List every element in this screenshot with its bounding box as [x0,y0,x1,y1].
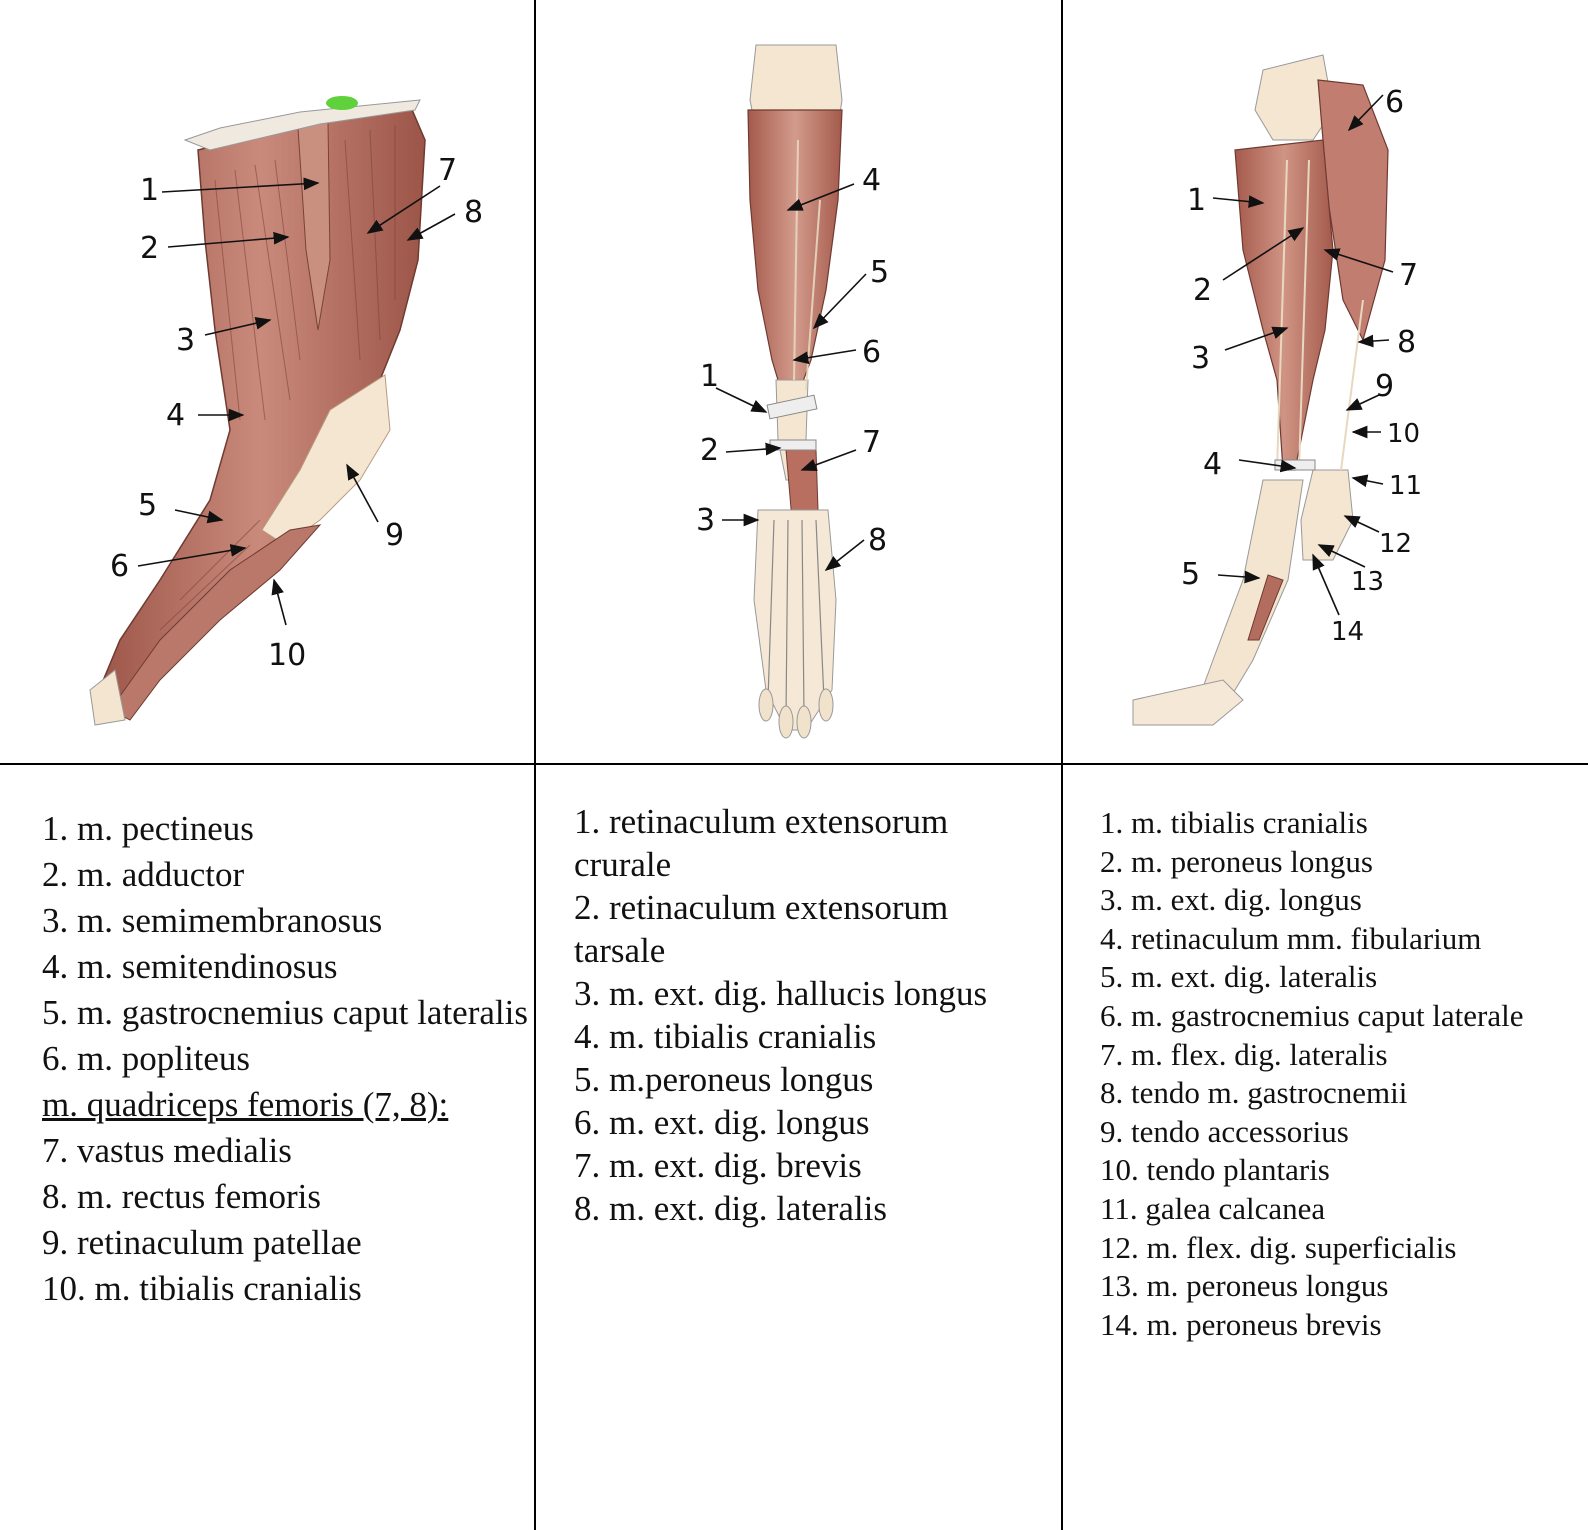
callout-7: 7 [438,153,457,188]
callout-13: 13 [1351,567,1384,597]
legend-item: 9. retinaculum patellae [42,1223,362,1262]
callout-6: 6 [1385,85,1404,120]
crus-cranial-illustration: 1 2 3 4 5 6 7 8 [696,44,889,739]
thigh-illustration: 1 2 3 4 5 6 7 8 9 10 [89,96,483,726]
callout-9: 9 [1375,369,1394,404]
callout-1: 1 [140,173,159,208]
callout-7: 7 [862,425,881,460]
callout-2: 2 [140,231,159,266]
legend-item: 4. m. semitendinosus [42,947,338,986]
legend-item: 8. m. ext. dig. lateralis [574,1189,887,1228]
callout-5: 5 [138,488,157,523]
retinaculum-patellae-shape [261,374,391,546]
legend-item: 3. m. ext. dig. hallucis longus [574,974,988,1013]
legend-item: 1. m. tibialis cranialis [1100,805,1368,840]
crus-lateral-panel: 1 2 3 4 5 6 7 8 9 10 11 12 13 14 [1063,0,1588,762]
legend-item: 4. retinaculum mm. fibularium [1100,920,1482,956]
callout-4: 4 [166,398,185,433]
callout-10: 10 [1387,419,1420,449]
bone-knee [1254,54,1334,141]
legend-item: 7. m. ext. dig. brevis [574,1146,862,1185]
legend-item: 9. tendo accessorius [1100,1113,1349,1149]
legend-item: 8. tendo m. gastrocnemii [1100,1075,1408,1111]
legend-item: 5. m. gastrocnemius caput lateralis [42,993,528,1032]
crus-cranial-panel: 1 2 3 4 5 6 7 8 [536,0,1061,762]
legend-item: 4. m. tibialis cranialis [574,1017,877,1056]
crus-lateral-legend: 1. m. tibialis cranialis 2. m. peroneus … [1100,804,1570,1344]
legend-item: 6. m. popliteus [42,1039,251,1078]
legend-item: 8. m. rectus femoris [42,1177,321,1216]
crus-cranial-legend: 1. retinaculum extensorum crurale 2. ret… [574,800,1044,1230]
legend-item: 7. vastus medialis [42,1131,292,1170]
legend-item: 11. galea calcanea [1100,1190,1326,1226]
callout-4: 4 [862,163,881,198]
legend-item: 3. m. ext. dig. longus [1100,882,1362,918]
callout-4: 4 [1203,447,1222,482]
legend-item: 6. m. ext. dig. longus [574,1103,870,1142]
retinaculum-fibularium [1274,459,1316,471]
callout-3: 3 [696,503,715,538]
peroneus-brevis-shape [1247,574,1284,641]
callout-2: 2 [1193,273,1212,308]
callout-8: 8 [868,523,887,558]
callout-1: 1 [700,359,719,394]
legend-item: 7. m. flex. dig. lateralis [1100,1036,1388,1072]
callout-14: 14 [1331,617,1364,647]
thigh-panel: 1 2 3 4 5 6 7 8 9 10 [0,0,534,762]
legend-item: 10. tendo plantaris [1100,1152,1330,1188]
callout-9: 9 [385,518,404,553]
legend-item: 5. m. ext. dig. lateralis [1100,959,1378,995]
legend-item: 6. m. gastrocnemius caput laterale [1100,997,1524,1033]
callout-2: 2 [700,433,719,468]
callout-6: 6 [110,549,129,584]
legend-item: 1. m. pectineus [42,809,254,848]
callout-3: 3 [1191,341,1210,376]
callout-10: 10 [268,638,306,673]
callout-11: 11 [1389,471,1422,501]
crus-muscle-mass [1234,139,1334,471]
callout-6: 6 [862,335,881,370]
callout-3: 3 [176,323,195,358]
legend-item: 1. retinaculum extensorum crurale [574,802,949,884]
callout-8: 8 [464,195,483,230]
legend-group-heading: m. quadriceps femoris (7, 8): [42,1085,449,1124]
divider-horizontal [0,763,1588,765]
legend-item: 2. m. peroneus longus [1100,843,1373,879]
legend-item: 10. m. tibialis cranialis [42,1269,362,1308]
paw-base [89,669,126,726]
legend-item: 2. m. adductor [42,855,245,894]
crus-lateral-illustration: 1 2 3 4 5 6 7 8 9 10 11 12 13 14 [1132,54,1422,726]
legend-item: 12. m. flex. dig. superficialis [1100,1229,1457,1265]
crus-muscle [109,524,322,721]
callout-5: 5 [1181,557,1200,592]
legend-item: 13. m. peroneus longus [1100,1268,1389,1304]
legend-item: 3. m. semimembranosus [42,901,383,940]
callout-5: 5 [870,255,889,290]
legend-item: 14. m. peroneus brevis [1100,1306,1382,1342]
callout-8: 8 [1397,325,1416,360]
marker-dot [326,96,358,110]
legend-item: 5. m.peroneus longus [574,1060,874,1099]
calcaneus-shape [1300,469,1354,561]
fascia-top [183,99,421,151]
divider-vertical-1 [534,0,536,1530]
callout-7: 7 [1399,258,1418,293]
retinaculum-crurale [766,394,818,420]
thigh-legend: 1. m. pectineus 2. m. adductor 3. m. sem… [42,806,532,1312]
legend-item: 2. retinaculum extensorum tarsale [574,888,949,970]
callout-12: 12 [1379,529,1412,559]
paw [1132,679,1244,726]
divider-vertical-2 [1061,0,1063,1530]
callout-1: 1 [1187,183,1206,218]
